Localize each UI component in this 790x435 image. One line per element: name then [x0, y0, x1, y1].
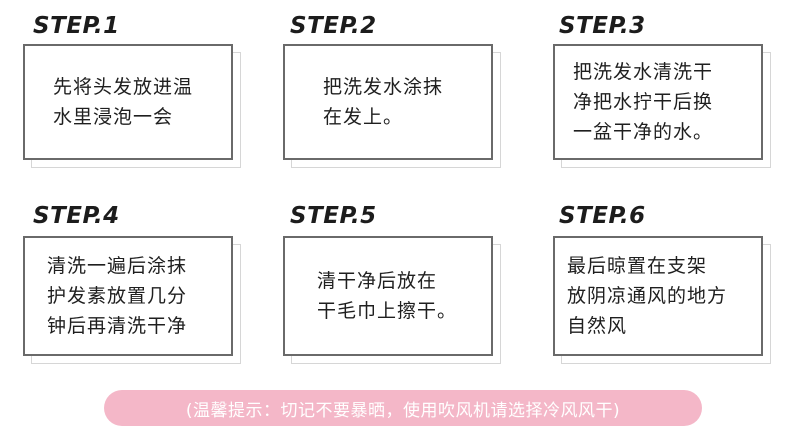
step-3-text: 把洗发水清洗干 净把水拧干后换 一盆干净的水。: [573, 61, 714, 143]
step-title: STEP.1: [33, 13, 120, 39]
step-title: STEP.5: [290, 203, 377, 229]
step-title: STEP.4: [33, 203, 120, 229]
step-6-text: 最后晾置在支架 放阴凉通风的地方 自然风: [567, 255, 728, 337]
step-title: STEP.2: [290, 13, 377, 39]
step-4-text: 清洗一遍后涂抹 护发素放置几分 钟后再清洗干净: [47, 255, 188, 337]
step-1-text: 先将头发放进温 水里浸泡一会: [53, 76, 194, 128]
step-5-text: 清干净后放在 干毛巾上擦干。: [317, 270, 458, 322]
step-2-text: 把洗发水涂抹 在发上。: [323, 76, 444, 128]
tip-banner: (温馨提示：切记不要暴晒，使用吹风机请选择冷风风干): [104, 390, 702, 426]
step-title: STEP.6: [559, 203, 646, 229]
tip-text: (温馨提示：切记不要暴晒，使用吹风机请选择冷风风干): [185, 400, 621, 421]
step-title: STEP.3: [559, 13, 646, 39]
